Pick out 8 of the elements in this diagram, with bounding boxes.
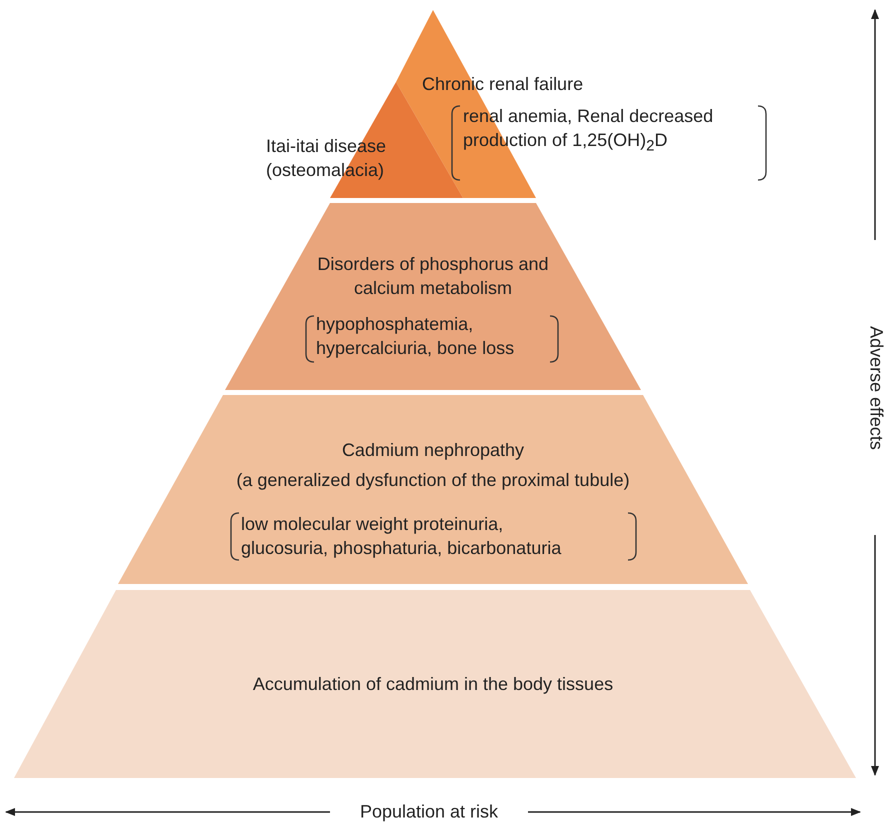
stage-title: Cadmium nephropathy	[340, 439, 526, 462]
stage-subtitle: (a generalized dysfunction of the proximal tubule)	[235, 469, 631, 492]
axis-label: Adverse effects	[866, 326, 885, 450]
axis-label: Population at risk	[360, 802, 498, 822]
symptom-list: hypophosphatemia, hypercalciuria, bone loss	[316, 312, 552, 360]
stage-title: Accumulation of cadmium in the body tissues	[252, 673, 614, 696]
stage-title: Disorders of phosphorus and calcium metabolism	[316, 253, 550, 300]
symptom-list: low molecular weight proteinuria, glucosuria, phosphaturia, bicarbonaturia	[241, 512, 571, 560]
